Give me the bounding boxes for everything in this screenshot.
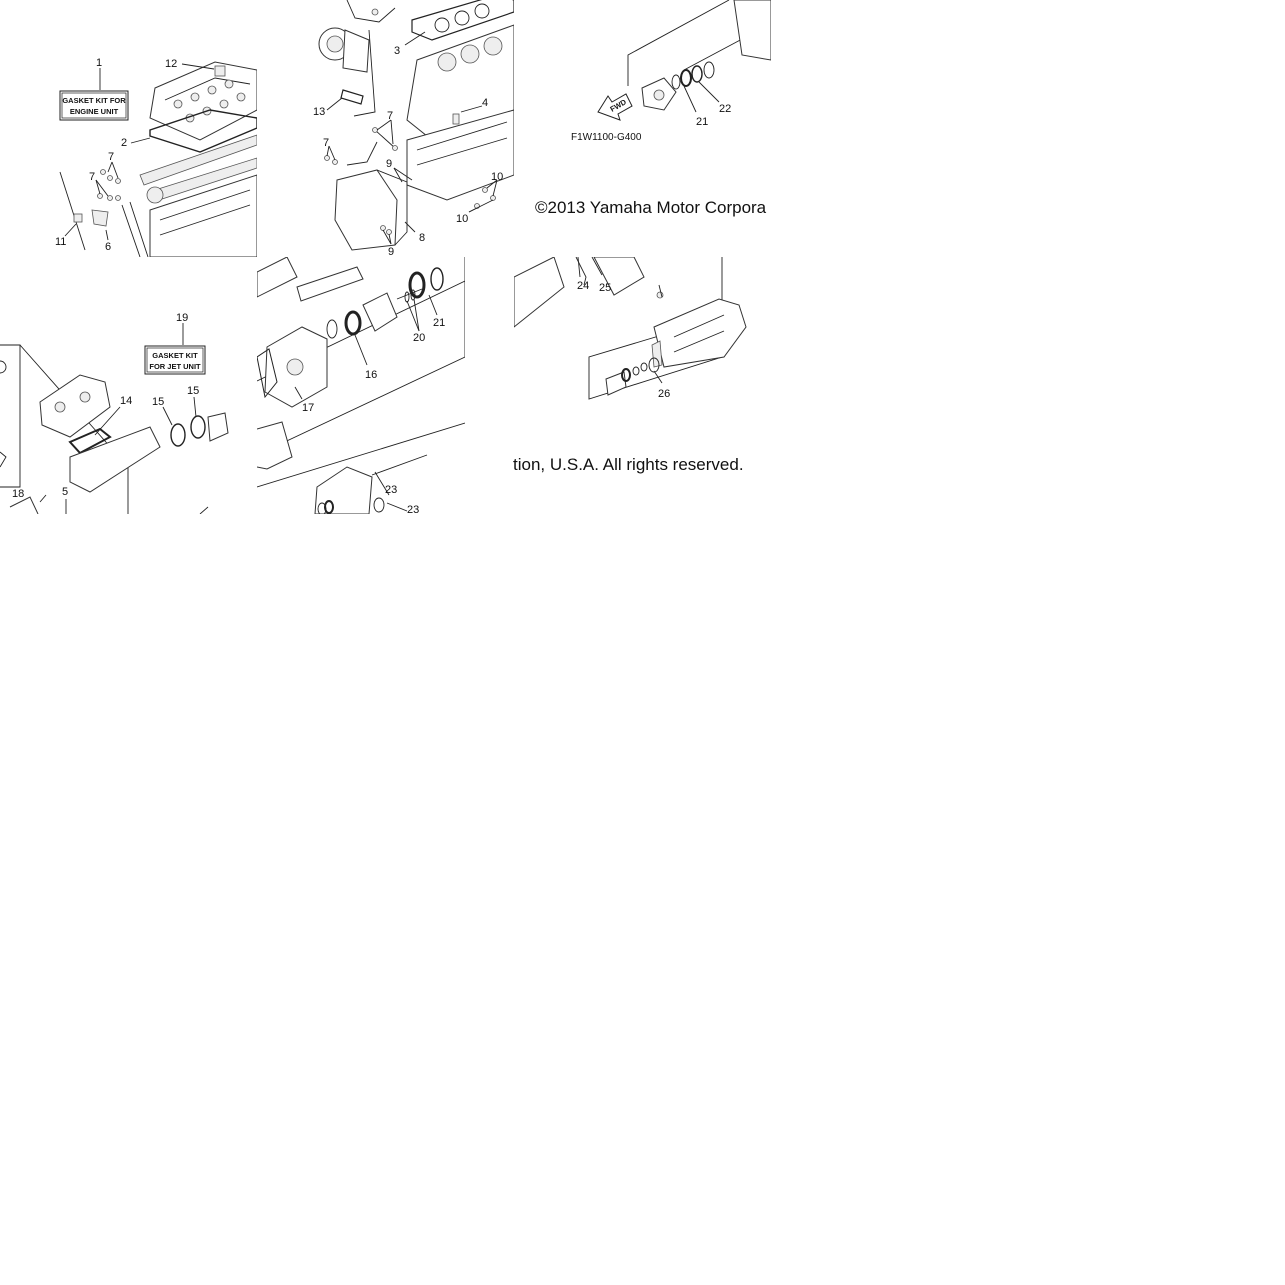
callout-16: 16 [365,369,377,381]
exhaust-drawing: 14 15 15 GASKET KIT FOR JET UNIT 19 18 5 [0,312,229,514]
fwd-arrow-icon: FWD [597,93,633,121]
callout-9b: 9 [388,246,394,257]
diagram-tile-engine-head: GASKET KIT FOR ENGINE UNIT 1 12 2 7 7 [0,0,257,257]
callout-10b: 10 [456,213,468,225]
jet-nozzle [653,298,747,368]
callout-25: 25 [599,282,611,294]
callout-10a: 10 [491,171,503,183]
diagram-tile-drive: 17 16 20 21 23 23 [257,257,465,514]
callout-8: 8 [419,232,425,244]
callout-23a: 23 [385,484,397,496]
callout-9a: 9 [386,158,392,170]
drive-housing [314,466,373,514]
gasket-kit-engine-line1: GASKET KIT FOR [62,96,126,105]
gasket-kit-engine-box [59,90,129,121]
callout-19: 19 [176,312,188,324]
callout-4: 4 [482,97,488,109]
callout-12: 12 [165,58,177,70]
diagram-code: F1W1100-G400 [571,132,642,143]
callout-18: 18 [12,488,24,500]
jet-housing-drawing: 21 22 FWD F1W1100-G400 [571,0,771,143]
callout-15a: 15 [152,396,164,408]
callout-14: 14 [120,395,132,407]
cylinder-head [149,174,257,257]
callout-26: 26 [658,388,670,400]
callout-7a: 7 [108,151,114,163]
exhaust-pipe [69,426,161,493]
callout-21a: 21 [696,116,708,128]
callout-20: 20 [413,332,425,344]
diagram-tile-jet-housing: 21 22 FWD F1W1100-G400 [514,0,771,257]
callout-22: 22 [719,103,731,115]
impeller [362,292,398,332]
gasket-kit-engine-line2: ENGINE UNIT [70,107,119,116]
crankcase [406,109,514,201]
callout-13: 13 [313,106,325,118]
callout-6: 6 [105,241,111,253]
diagram-tile-nozzle: 24 25 26 [514,257,771,514]
nozzle-drawing: 24 25 26 [514,257,747,400]
callout-24: 24 [577,280,589,292]
callout-11: 11 [55,236,66,248]
callout-3: 3 [394,45,400,57]
callout-7c: 7 [387,110,393,122]
engine-block-drawing: 3 13 4 7 7 9 [313,0,514,257]
callout-21b: 21 [433,317,445,329]
callout-2: 2 [121,137,127,149]
callout-17: 17 [302,402,314,414]
callout-7b: 7 [89,171,95,183]
callout-23b: 23 [407,504,419,514]
copyright-part-1: ©2013 Yamaha Motor Corpora [535,198,767,217]
gasket-kit-jet-line2: FOR JET UNIT [149,362,201,371]
gasket-kit-jet-box [144,345,206,375]
callout-5: 5 [62,486,68,498]
callout-1: 1 [96,57,102,69]
diagram-tile-exhaust: 14 15 15 GASKET KIT FOR JET UNIT 19 18 5 [0,257,257,514]
engine-head-drawing: GASKET KIT FOR ENGINE UNIT 1 12 2 7 7 [55,57,257,257]
exhaust-manifold [39,374,111,438]
copyright-part-2: tion, U.S.A. All rights reserved. [513,455,744,474]
gasket-kit-jet-line1: GASKET KIT [152,351,198,360]
callout-15b: 15 [187,385,199,397]
drive-drawing: 17 16 20 21 23 23 [257,257,465,514]
diagram-tile-engine-block: 3 13 4 7 7 9 [257,0,514,257]
callout-7d: 7 [323,137,329,149]
